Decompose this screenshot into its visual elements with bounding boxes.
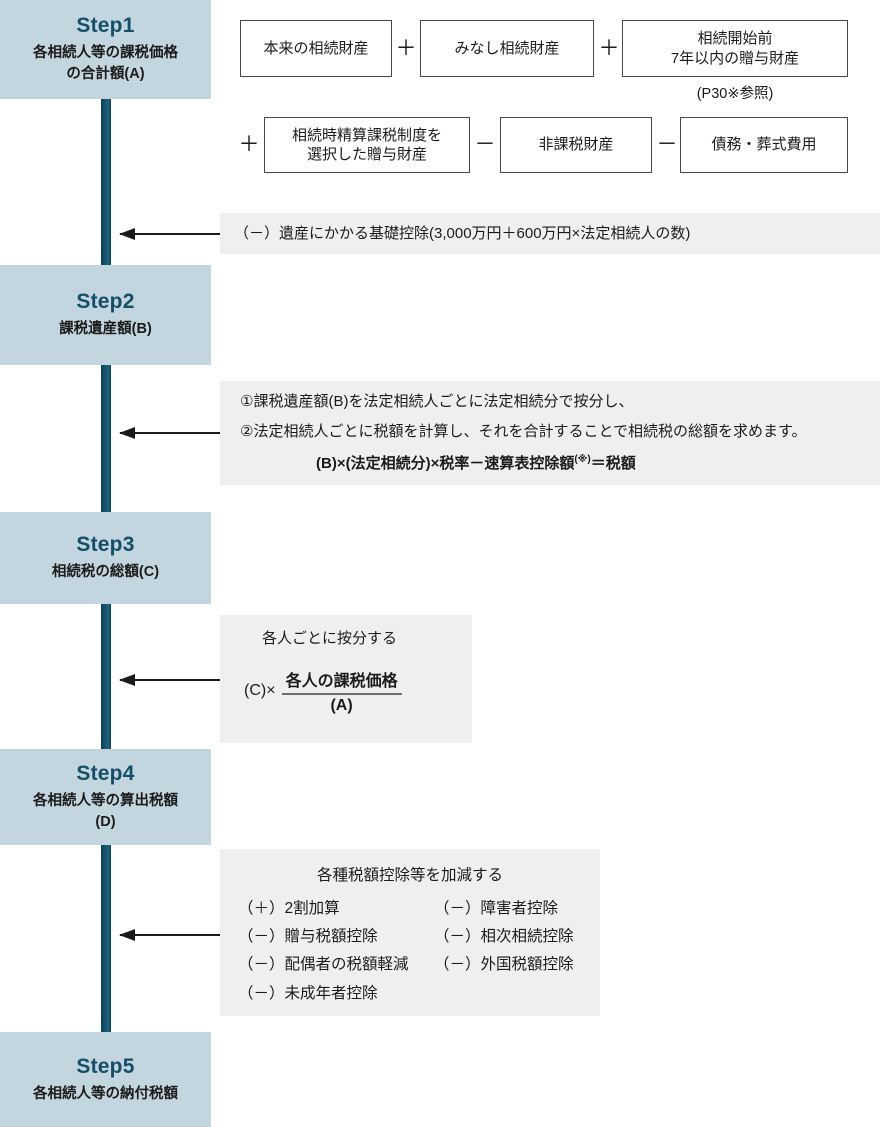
- operator-label: ＋: [238, 133, 260, 156]
- info-panel-apportionment: 各人ごとに按分する (C)× 各人の課税価格 (A): [220, 615, 472, 743]
- apportionment-heading: 各人ごとに按分する: [262, 630, 398, 647]
- operator-plus-2: ＋: [596, 38, 622, 59]
- asset-box-debts-funeral-expenses: 債務・葬式費用: [680, 117, 848, 173]
- apportionment-fraction: (C)× 各人の課税価格 (A): [244, 667, 402, 715]
- connector-step1-step2: [101, 98, 111, 268]
- connector-step3-step4: [101, 588, 111, 751]
- step-block-3: Step3 相続税の総額(C): [0, 512, 211, 604]
- info-panel-total-tax-calc: ①課税遺産額(B)を法定相続人ごとに法定相続分で按分し、 ②法定相続人ごとに税額…: [220, 381, 880, 485]
- step-title: Step3: [76, 533, 135, 557]
- basic-deduction-text: （－）遺産にかかる基礎控除(3,000万円＋600万円×法定相続人の数): [234, 225, 691, 242]
- step-title: Step2: [76, 290, 135, 314]
- asset-box-original-inheritance: 本来の相続財産: [240, 20, 392, 77]
- total-tax-formula: (B)×(法定相続分)×税率－速算表控除額(※)＝税額: [316, 453, 636, 474]
- tax-credit-item: （－）配偶者の税額軽減: [238, 956, 409, 974]
- total-tax-step1-text: ①課税遺産額(B)を法定相続人ごとに法定相続分で按分し、: [240, 393, 634, 410]
- step-subtitle: 各相続人等の課税価格 の合計額(A): [33, 45, 178, 83]
- step-block-2: Step2 課税遺産額(B): [0, 265, 211, 365]
- operator-label: ＋: [395, 37, 417, 60]
- info-panel-tax-credits: 各種税額控除等を加減する （＋）2割加算 （－）贈与税額控除 （－）配偶者の税額…: [220, 849, 600, 1016]
- tax-credit-item: （＋）2割加算: [238, 900, 340, 917]
- step-subtitle: 課税遺産額(B): [59, 321, 152, 338]
- step-subtitle: 相続税の総額(C): [51, 564, 160, 581]
- step-block-4: Step4 各相続人等の算出税額 (D): [0, 749, 211, 845]
- operator-label: －: [656, 133, 678, 156]
- operator-label: ＋: [598, 37, 620, 60]
- asset-box-deemed-inheritance: みなし相続財産: [420, 20, 594, 77]
- tax-credit-item: （－）贈与税額控除: [238, 928, 378, 946]
- asset-box-label: 本来の相続財産: [263, 39, 369, 57]
- fraction-bar: [281, 693, 402, 695]
- tax-credits-heading: 各種税額控除等を加減する: [316, 867, 503, 884]
- connector-step2-step3: [101, 362, 111, 514]
- tax-credits-left-column: （＋）2割加算 （－）贈与税額控除 （－）配偶者の税額軽減 （－）未成年者控除: [238, 895, 409, 1008]
- operator-plus-3: ＋: [236, 134, 262, 155]
- step-subtitle: 各相続人等の算出税額 (D): [33, 792, 178, 830]
- arrow-to-step3: [119, 427, 220, 439]
- step-block-5: Step5 各相続人等の納付税額: [0, 1032, 211, 1127]
- formula-pre: (B)×(法定相続分)×税率－速算表控除額: [316, 455, 575, 472]
- step-title: Step5: [76, 1054, 135, 1078]
- operator-plus-1: ＋: [393, 38, 419, 59]
- asset-box-settlement-taxation-gift: 相続時精算課税制度を 選択した贈与財産: [264, 117, 470, 173]
- tax-credit-item: （－）未成年者控除: [238, 984, 378, 1002]
- asset-box-label: 非課税財産: [538, 136, 614, 154]
- asset-box-gift-within-7-years: 相続開始前 7年以内の贈与財産: [622, 20, 848, 77]
- fraction-numerator: 各人の課税価格: [285, 673, 398, 690]
- formula-reference-mark: (※): [574, 454, 591, 465]
- operator-minus-1: －: [472, 134, 498, 155]
- asset-box-label: 債務・葬式費用: [711, 136, 817, 154]
- formula-post: ＝税額: [590, 455, 636, 472]
- tax-credit-item: （－）相次相続控除: [434, 928, 574, 946]
- asset-box-nontaxable-property: 非課税財産: [500, 117, 652, 173]
- operator-minus-2: －: [654, 134, 680, 155]
- page-reference-note: (P30※参照): [696, 86, 774, 102]
- asset-box-label: 相続開始前 7年以内の贈与財産: [670, 30, 800, 67]
- tax-credit-item: （－）障害者控除: [434, 900, 559, 917]
- fraction-stack: 各人の課税価格 (A): [281, 667, 402, 715]
- tax-credit-item: （－）外国税額控除: [434, 956, 574, 974]
- tax-credits-right-column: （－）障害者控除 （－）相次相続控除 （－）外国税額控除: [434, 895, 574, 980]
- connector-step4-step5: [101, 842, 111, 1034]
- arrow-to-step2: [119, 228, 220, 240]
- operator-label: －: [474, 133, 496, 156]
- total-tax-step2-text: ②法定相続人ごとに税額を計算し、それを合計することで相続税の総額を求めます。: [240, 423, 807, 440]
- asset-box-label: 相続時精算課税制度を 選択した贈与財産: [291, 126, 442, 164]
- fraction-lead-label: (C)×: [244, 682, 276, 699]
- step-title: Step1: [76, 14, 135, 38]
- step-block-1: Step1 各相続人等の課税価格 の合計額(A): [0, 0, 211, 99]
- arrow-to-step5: [119, 929, 220, 941]
- step-subtitle: 各相続人等の納付税額: [33, 1085, 178, 1102]
- fraction-denominator: (A): [330, 697, 353, 714]
- asset-box-label: みなし相続財産: [454, 39, 560, 57]
- step-title: Step4: [76, 761, 135, 785]
- info-panel-basic-deduction: （－）遺産にかかる基礎控除(3,000万円＋600万円×法定相続人の数): [220, 213, 880, 254]
- arrow-to-step4: [119, 674, 220, 686]
